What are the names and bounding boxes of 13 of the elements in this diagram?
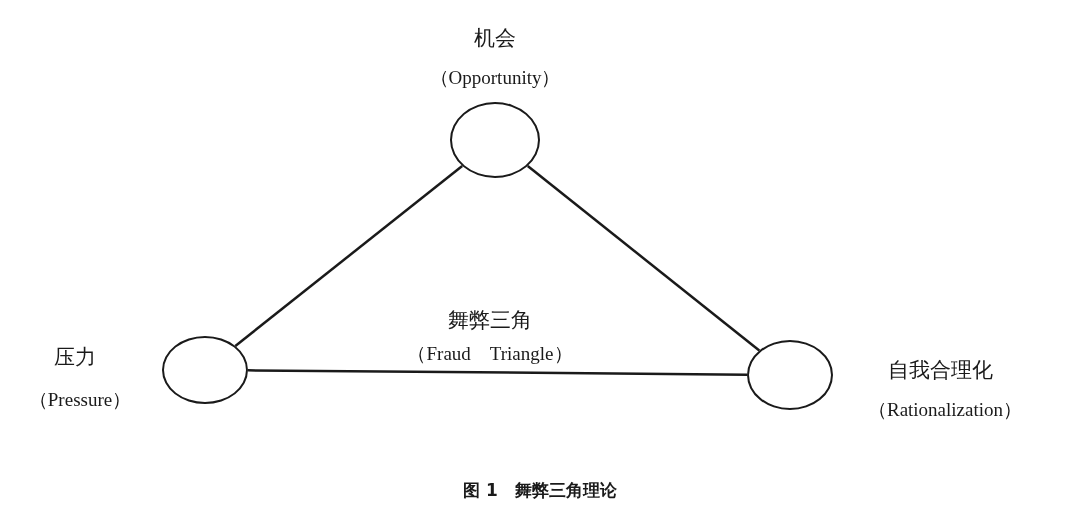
- center-label: 舞弊三角: [448, 307, 532, 334]
- node-label: （Pressure）: [28, 388, 132, 412]
- node-label: 压力: [54, 344, 96, 371]
- node-label: （Rationalization）: [867, 398, 1023, 422]
- connector-line: [248, 369, 747, 376]
- circle-node: [450, 102, 540, 178]
- node-label: （Opportunity）: [429, 66, 561, 90]
- connector-line: [234, 165, 463, 347]
- node-label: 自我合理化: [887, 357, 993, 384]
- connector-line: [526, 165, 761, 352]
- center-label: （Fraud Triangle）: [407, 342, 573, 366]
- node-label: 机会: [474, 25, 516, 52]
- figure-caption: 图 1 舞弊三角理论: [463, 478, 617, 502]
